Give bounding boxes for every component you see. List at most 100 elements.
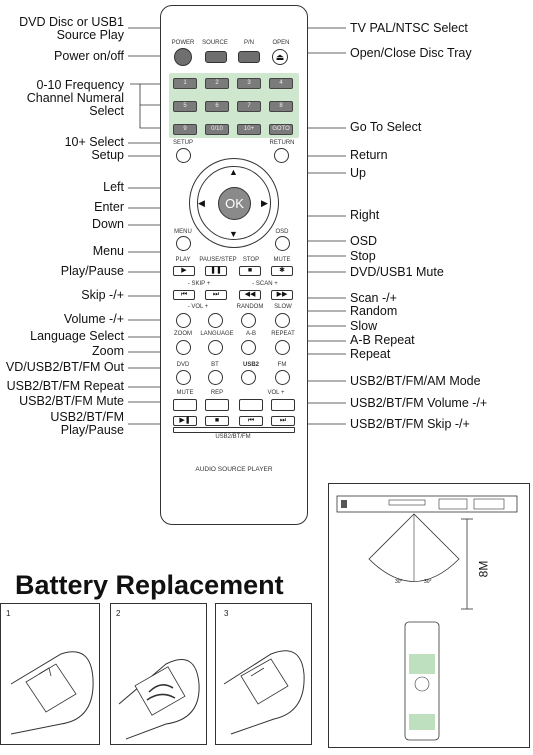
num-2-button[interactable]: 2 xyxy=(205,78,229,89)
eject-icon: ⏏ xyxy=(275,52,285,62)
label-play-pause: Play/Pause xyxy=(60,264,124,278)
usb-mute-button[interactable] xyxy=(173,399,197,411)
skip-forward-icon: ⏭ xyxy=(212,291,220,298)
stop-text: STOP xyxy=(242,257,260,263)
vol-up-button[interactable] xyxy=(208,313,223,328)
battery-title: Battery Replacement xyxy=(15,570,284,600)
source-button[interactable] xyxy=(205,51,227,63)
usb-vol-up-button[interactable] xyxy=(271,399,295,411)
scan-text: - SCAN + xyxy=(252,281,278,287)
label-usb-skip: USB2/BT/FM Skip -/+ xyxy=(350,417,470,431)
num-1-button[interactable]: 1 xyxy=(173,78,197,89)
usb-vol-down-button[interactable] xyxy=(239,399,263,411)
dvd-button[interactable] xyxy=(176,370,191,385)
skip-back-icon: ⏮ xyxy=(180,291,188,298)
label-left: Left xyxy=(103,180,124,194)
num-8-button[interactable]: 8 xyxy=(269,101,293,112)
remote-control: POWER SOURCE P/N OPEN ⏏ 1 2 3 4 5 6 7 8 … xyxy=(160,5,308,525)
label-osd: OSD xyxy=(350,234,378,248)
pn-button[interactable] xyxy=(238,51,260,63)
open-text: OPEN xyxy=(272,40,290,46)
skip-back-button[interactable]: ⏮ xyxy=(173,290,195,300)
usb-next-button[interactable]: ⏭ xyxy=(271,416,295,426)
label-power: Power on/off xyxy=(54,49,124,63)
up-arrow-icon[interactable]: ▲ xyxy=(229,167,238,177)
num-0-10-button[interactable]: 0/10 xyxy=(205,124,229,135)
down-arrow-icon[interactable]: ▼ xyxy=(229,229,238,239)
source-text: SOURCE xyxy=(202,40,228,46)
label-repeat-usb: USB2/BT/FM Repeat xyxy=(6,379,124,393)
step-2-number: 2 xyxy=(116,609,121,618)
language-text: LANGUAGE xyxy=(200,331,234,337)
label-usb-volume: USB2/BT/FM Volume -/+ xyxy=(350,396,488,410)
left-arrow-icon[interactable]: ◀ xyxy=(198,198,205,208)
next-icon: ⏭ xyxy=(279,417,287,424)
goto-button[interactable]: GOTO xyxy=(269,124,293,135)
menu-button[interactable] xyxy=(176,236,191,251)
label-goto: Go To Select xyxy=(350,120,422,134)
battery-step-3-illustration xyxy=(223,650,305,735)
return-button[interactable] xyxy=(274,148,289,163)
play-button[interactable]: ▶ xyxy=(173,266,195,276)
label-mode: USB2/BT/FM/AM Mode xyxy=(350,374,481,388)
slow-text: SLOW xyxy=(274,304,292,310)
label-random: Random xyxy=(350,304,398,318)
zoom-button[interactable] xyxy=(176,340,191,355)
right-arrow-icon[interactable]: ▶ xyxy=(261,198,268,208)
vol-down-button[interactable] xyxy=(176,313,191,328)
slow-button[interactable] xyxy=(275,313,290,328)
mute-text: MUTE xyxy=(273,257,291,263)
bt-button[interactable] xyxy=(208,370,223,385)
ab-button[interactable] xyxy=(241,340,256,355)
num-9-button[interactable]: 9 xyxy=(173,124,197,135)
fm-button[interactable] xyxy=(275,370,290,385)
num-5-button[interactable]: 5 xyxy=(173,101,197,112)
repeat-button[interactable] xyxy=(275,340,290,355)
play-text: PLAY xyxy=(175,257,191,263)
num-3-button[interactable]: 3 xyxy=(237,78,261,89)
label-setup: Setup xyxy=(91,148,124,162)
repeat-text: REPEAT xyxy=(271,331,295,337)
label-usb-play-pause: Play/Pause xyxy=(60,423,124,437)
rep-text: REP xyxy=(210,390,224,396)
skip-forward-button[interactable]: ⏭ xyxy=(205,290,227,300)
num-4-button[interactable]: 4 xyxy=(269,78,293,89)
label-mute-usb: USB2/BT/FM Mute xyxy=(19,394,124,408)
usb-repeat-button[interactable] xyxy=(205,399,229,411)
mute-button[interactable]: ✱ xyxy=(271,266,293,276)
pause-button[interactable]: ❚❚ xyxy=(205,266,227,276)
stop-button[interactable]: ■ xyxy=(239,266,261,276)
usb-prev-button[interactable]: ⏮ xyxy=(239,416,263,426)
osd-button[interactable] xyxy=(275,236,290,251)
label-dvd-mute: DVD/USB1 Mute xyxy=(350,265,444,279)
num-10plus-button[interactable]: 10+ xyxy=(237,124,261,135)
ok-button[interactable]: OK xyxy=(218,187,251,220)
step-2-panel: 2 xyxy=(110,603,207,745)
usb-stop-button[interactable]: ■ xyxy=(205,416,229,426)
num-6-button[interactable]: 6 xyxy=(205,101,229,112)
eject-button[interactable]: ⏏ xyxy=(272,49,288,65)
setup-text: SETUP xyxy=(172,140,193,146)
scan-forward-button[interactable]: ▶▶ xyxy=(271,290,293,300)
angle-left: 30° xyxy=(395,579,403,585)
usb-play-button[interactable]: ▶❚ xyxy=(173,416,197,426)
label-open-close: Open/Close Disc Tray xyxy=(350,46,472,60)
skip-text: - SKIP + xyxy=(187,281,211,287)
pause-text: PAUSE/STEP xyxy=(199,257,237,263)
label-scan: Scan -/+ xyxy=(350,291,397,305)
usb2-button[interactable] xyxy=(241,370,256,385)
power-button[interactable] xyxy=(174,48,192,66)
language-button[interactable] xyxy=(208,340,223,355)
return-text: RETURN xyxy=(269,140,295,146)
scan-back-button[interactable]: ◀◀ xyxy=(239,290,261,300)
setup-button[interactable] xyxy=(176,148,191,163)
label-tv-pal: TV PAL/NTSC Select xyxy=(350,21,468,35)
prev-icon: ⏮ xyxy=(247,417,255,424)
label-stop: Stop xyxy=(350,249,376,263)
dvd-text: DVD xyxy=(176,362,190,368)
num-7-button[interactable]: 7 xyxy=(237,101,261,112)
usb-group-label: USB2/BT/FM xyxy=(215,434,251,440)
random-button[interactable] xyxy=(241,313,256,328)
play-icon: ▶ xyxy=(181,267,187,274)
fm-text: FM xyxy=(277,362,287,368)
